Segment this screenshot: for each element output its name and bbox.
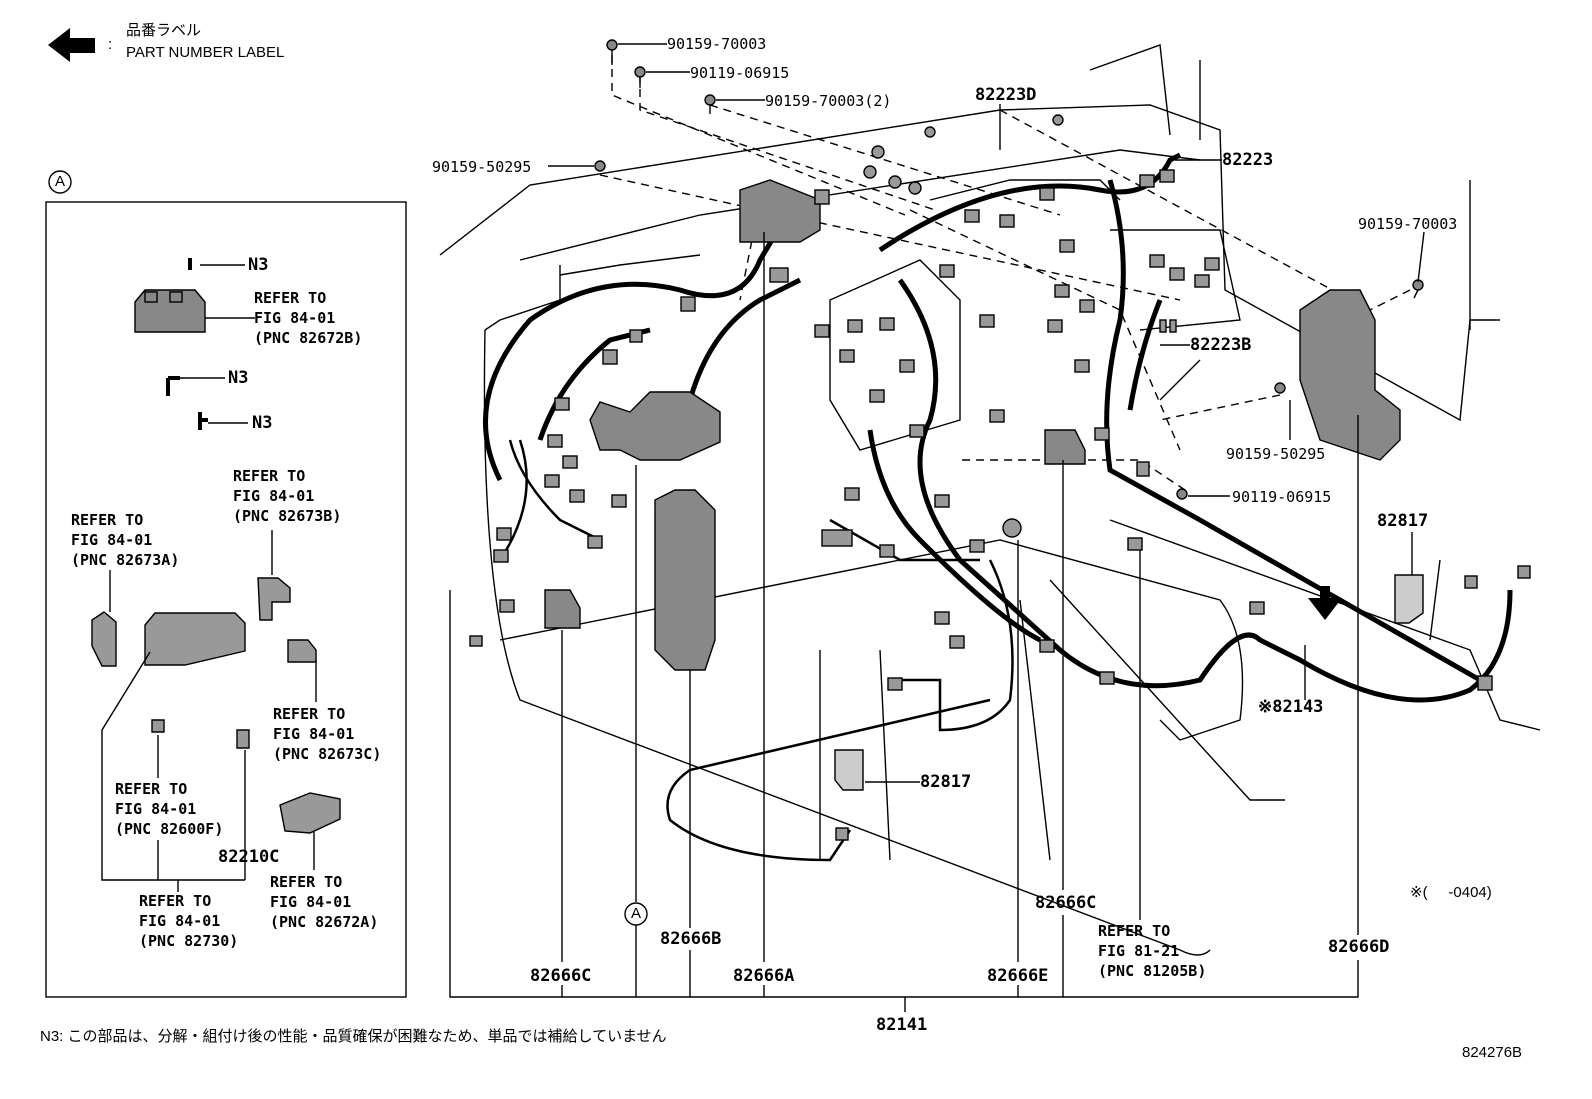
figure-id: 824276B (1462, 1044, 1523, 1061)
part-90119-06915-top: 90119-06915 (690, 64, 790, 82)
inset-n3-1: N3 (248, 255, 269, 275)
refer-82673a: REFER TO FIG 84-01 (PNC 82673A) (71, 510, 179, 570)
refer-line: (PNC 82600F) (115, 820, 224, 838)
inset-marker: A (55, 173, 66, 190)
marker-a-main: A (631, 905, 642, 922)
part-82666e: 82666E (987, 966, 1049, 986)
refer-line: (PNC 82672A) (270, 913, 379, 931)
legend-arrow-icon (48, 28, 95, 62)
legend-label-en: PART NUMBER LABEL (126, 44, 285, 61)
refer-82673b: REFER TO FIG 84-01 (PNC 82673B) (233, 466, 341, 526)
refer-line: FIG 84-01 (270, 893, 352, 911)
refer-line: FIG 84-01 (115, 800, 197, 818)
part-82666b: 82666B (660, 929, 722, 949)
refer-82672b: REFER TO FIG 84-01 (PNC 82672B) (254, 288, 362, 348)
part-label-arrow-icon (1308, 586, 1342, 620)
legend-colon: : (108, 36, 113, 53)
refer-line: REFER TO (115, 780, 188, 798)
legend-label-jp: 品番ラベル (126, 22, 202, 39)
part-82141: 82141 (876, 1015, 928, 1035)
part-82223d: 82223D (975, 85, 1037, 105)
part-90159-70003-top: 90159-70003 (667, 35, 767, 53)
n3-note: N3: この部品は、分解・組付け後の性能・品質確保が困難なため、単品では補給して… (40, 1028, 667, 1045)
refer-line: REFER TO (270, 873, 343, 891)
part-82817-right: 82817 (1377, 511, 1429, 531)
refer-line: (PNC 82730) (139, 932, 239, 950)
part-82143: ※82143 (1258, 697, 1324, 717)
refer-82600f: REFER TO FIG 84-01 (PNC 82600F) (115, 779, 223, 839)
part-90159-50295-left: 90159-50295 (432, 158, 532, 176)
part-82817-mid: 82817 (920, 772, 972, 792)
refer-line: REFER TO (233, 467, 306, 485)
part-82666c-right: 82666C (1035, 893, 1097, 913)
refer-line: FIG 84-01 (254, 309, 336, 327)
inset-frame (45, 201, 407, 998)
part-82223: 82223 (1222, 150, 1274, 170)
refer-line: FIG 81-21 (1098, 942, 1180, 960)
part-82210c: 82210C (218, 847, 280, 867)
inset-n3-3: N3 (252, 413, 273, 433)
inset-relay-block (134, 289, 206, 333)
refer-82673c: REFER TO FIG 84-01 (PNC 82673C) (273, 704, 381, 764)
part-90159-70003-2: 90159-70003(2) (765, 92, 892, 110)
date-note: ※( -0404) (1410, 884, 1492, 901)
part-90119-06915-right: 90119-06915 (1232, 488, 1332, 506)
refer-line: (PNC 82673C) (273, 745, 382, 763)
part-90159-70003-right: 90159-70003 (1358, 215, 1458, 233)
part-82666c-left: 82666C (530, 966, 592, 986)
refer-81205b: REFER TO FIG 81-21 (PNC 81205B) (1098, 921, 1206, 981)
refer-line: REFER TO (254, 289, 327, 307)
inset-n3-2: N3 (228, 368, 249, 388)
part-82223b: 82223B (1190, 335, 1252, 355)
refer-line: REFER TO (1098, 922, 1171, 940)
refer-line: FIG 84-01 (233, 487, 315, 505)
refer-line: FIG 84-01 (139, 912, 221, 930)
refer-line: (PNC 81205B) (1098, 962, 1207, 980)
refer-82672a: REFER TO FIG 84-01 (PNC 82672A) (270, 872, 378, 932)
refer-line: (PNC 82673B) (233, 507, 342, 525)
refer-line: (PNC 82673A) (71, 551, 180, 569)
refer-82730: REFER TO FIG 84-01 (PNC 82730) (139, 891, 238, 951)
part-90159-50295-right: 90159-50295 (1226, 445, 1326, 463)
refer-line: (PNC 82672B) (254, 329, 363, 347)
refer-line: FIG 84-01 (71, 531, 153, 549)
part-82666a: 82666A (733, 966, 795, 986)
refer-line: FIG 84-01 (273, 725, 355, 743)
refer-line: REFER TO (273, 705, 346, 723)
refer-line: REFER TO (71, 511, 144, 529)
part-82666d: 82666D (1328, 937, 1390, 957)
refer-line: REFER TO (139, 892, 212, 910)
